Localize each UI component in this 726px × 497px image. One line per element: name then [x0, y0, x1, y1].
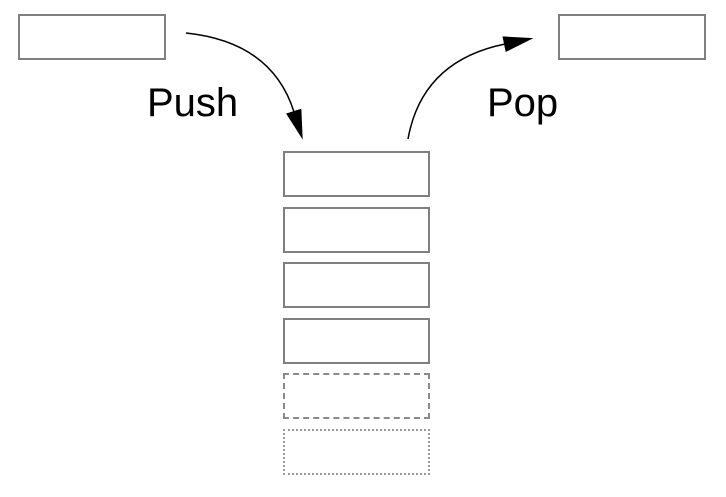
pop-label: Pop [487, 81, 559, 125]
stack-slot-4-solid [283, 318, 430, 364]
stack-slot-5-dashed [283, 373, 430, 419]
stack-slot-2-solid [283, 207, 430, 253]
push-arrow [185, 32, 303, 140]
push-label: Push [147, 81, 239, 125]
stack-slot-6-dotted [283, 429, 430, 475]
pop-arrow [407, 36, 534, 140]
outgoing-item-box [558, 14, 706, 60]
stack-slot-1-solid [283, 151, 430, 197]
stack-slot-3-solid [283, 262, 430, 308]
incoming-item-box [18, 14, 166, 60]
